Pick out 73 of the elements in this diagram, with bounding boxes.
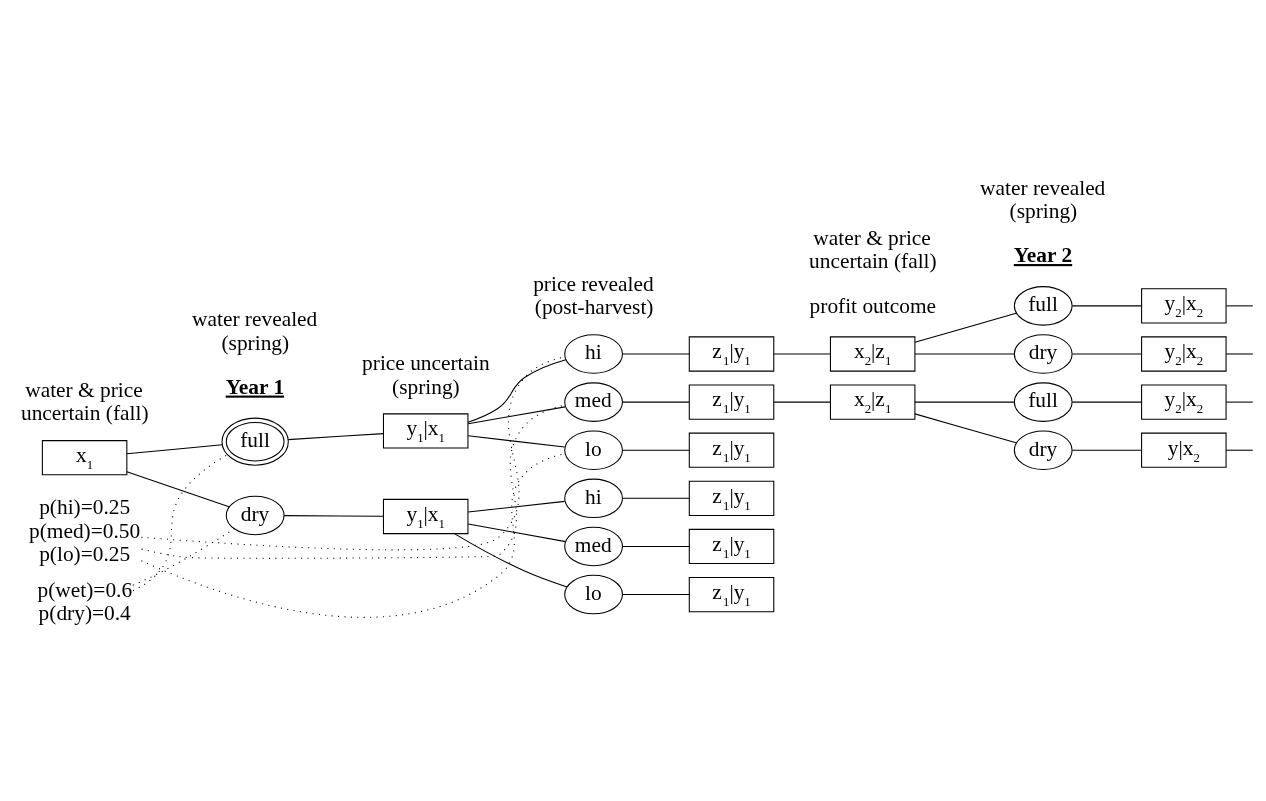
node-ellipse: dry (1013, 334, 1073, 374)
connector (1071, 449, 1142, 451)
node-ellipse: lo (564, 430, 623, 470)
connector (126, 471, 230, 508)
node-text: p(wet)=0.6 p(dry)=0.4 (37, 577, 133, 626)
node-box: y$_{2}$|x$_{2}$ (1141, 288, 1227, 324)
label: water revealed (spring) (192, 307, 318, 355)
label: Year 1 (225, 374, 285, 399)
node-ellipse: full (221, 417, 289, 466)
node-box: x$_{1}$ (41, 440, 128, 476)
node-box: y$_{2}$|x$_{2}$ (1141, 336, 1227, 372)
node-box: z$_{1}$|y$_{1}$ (688, 480, 775, 516)
connector (454, 533, 568, 588)
node-box: z$_{1}$|y$_{1}$ (688, 528, 775, 565)
connector (140, 453, 566, 618)
connector (914, 312, 1017, 343)
node-box: z$_{1}$|y$_{1}$ (688, 576, 775, 613)
connector (621, 594, 690, 596)
connector (621, 353, 690, 355)
node-box: z$_{1}$|y$_{1}$ (688, 384, 775, 420)
label: water & price uncertain (fall) (809, 225, 937, 274)
node-ellipse: full (1013, 286, 1073, 326)
label: Year 2 (1013, 243, 1073, 268)
node-ellipse: hi (564, 334, 623, 374)
node-ellipse: dry (225, 495, 285, 536)
node-box: x$_{2}$|z$_{1}$ (829, 384, 916, 420)
connector (287, 433, 384, 441)
label: water revealed (spring) (980, 175, 1106, 224)
node-ellipse: med (564, 526, 623, 567)
label: price revealed (post-harvest) (533, 271, 654, 320)
node-box: y$_{1}$|x$_{1}$ (382, 498, 469, 535)
connector (1225, 353, 1254, 355)
label: water & price uncertain (fall) (20, 377, 149, 426)
label: profit outcome (809, 294, 937, 319)
node-ellipse: full (1013, 382, 1073, 422)
node-box: z$_{1}$|y$_{1}$ (688, 432, 775, 468)
connector (141, 404, 566, 559)
connector (132, 528, 235, 586)
connector (1071, 353, 1142, 355)
connector (467, 406, 566, 425)
connector (621, 449, 690, 451)
connector (467, 523, 567, 543)
connector (773, 353, 831, 355)
connector (283, 515, 384, 517)
connector (126, 444, 223, 455)
connector (621, 401, 690, 403)
connector (1225, 401, 1254, 403)
node-ellipse: hi (564, 478, 623, 519)
connector (1071, 401, 1142, 403)
connector (1071, 305, 1142, 307)
node-text: p(hi)=0.25 p(med)=0.50 p(lo)=0.25 (29, 495, 141, 567)
connector (467, 500, 566, 513)
connector (132, 454, 228, 592)
connector (914, 413, 1017, 444)
connector (914, 353, 1015, 355)
connector (467, 435, 566, 448)
connector (1225, 449, 1254, 451)
node-box: y|x$_{2}$ (1141, 432, 1227, 468)
node-box: z$_{1}$|y$_{1}$ (688, 336, 775, 372)
connector (621, 497, 690, 499)
node-box: x$_{2}$|z$_{1}$ (829, 336, 916, 372)
node-box: y$_{2}$|x$_{2}$ (1141, 384, 1227, 420)
node-ellipse: med (564, 382, 623, 422)
node-box: y$_{1}$|x$_{1}$ (382, 413, 469, 449)
connector (621, 545, 690, 547)
label: price uncertain (spring) (362, 351, 490, 399)
connector (914, 401, 1015, 403)
connector (773, 401, 831, 403)
node-ellipse: dry (1013, 430, 1073, 470)
connector (1225, 305, 1254, 307)
node-ellipse: lo (564, 574, 623, 615)
connector (140, 356, 566, 551)
connector (467, 359, 567, 423)
